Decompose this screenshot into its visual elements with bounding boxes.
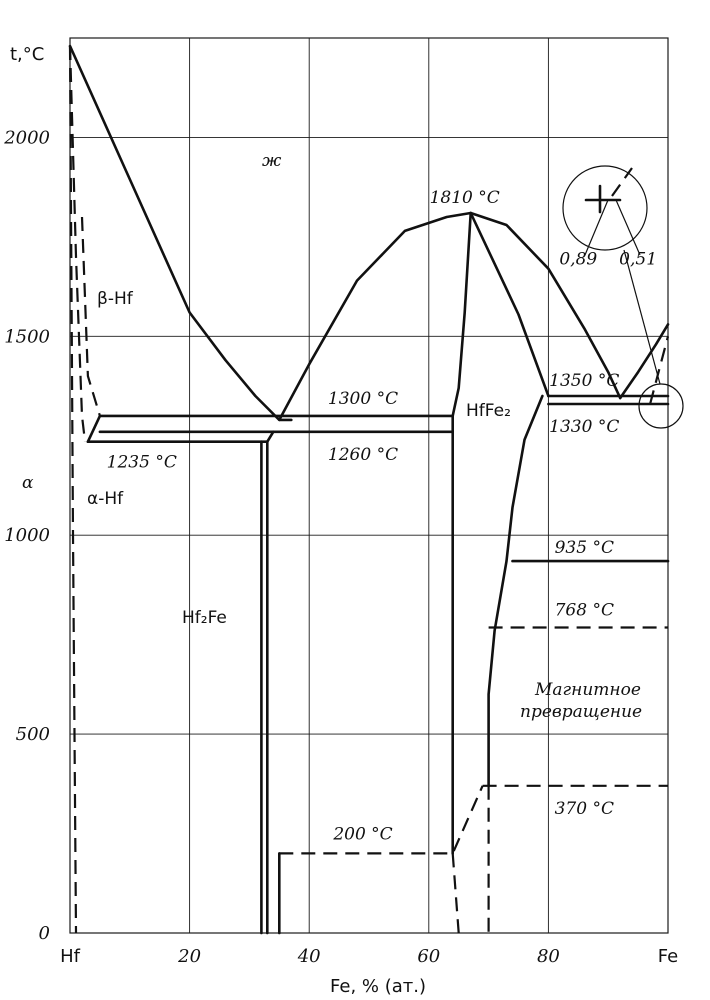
y-tick-label-1: 500	[16, 724, 50, 745]
annotation-10: 0,89	[559, 250, 597, 270]
label-magnetic-text-2: превращение	[520, 702, 642, 722]
label-beta-hf: β-Hf	[97, 289, 134, 309]
annotation-2: 1260 °C	[328, 445, 398, 465]
x-tick-label-3: 60	[417, 946, 440, 967]
label-alpha-hf: α-Hf	[87, 489, 124, 509]
inset-source-circle	[638, 383, 684, 429]
phase-boundary-17	[68, 45, 87, 442]
label-alpha-mark: α	[22, 473, 34, 493]
plot-frame	[69, 37, 669, 934]
label-hffe2: HfFe₂	[466, 401, 511, 421]
annotation-0: 1810 °C	[430, 188, 500, 208]
y-tick-label-3: 1500	[4, 326, 50, 347]
inset-circle	[562, 165, 648, 251]
y-axis-title: t,°C	[10, 44, 44, 65]
annotation-7: 768 °C	[555, 601, 614, 621]
phase-boundary-25	[649, 336, 670, 405]
x-tick-label-2: 40	[297, 946, 321, 967]
x-axis-title: Fe, % (ат.)	[330, 976, 426, 997]
annotation-8: 370 °C	[555, 799, 614, 819]
inset-pointer-b	[615, 199, 641, 256]
x-tick-label-4: 80	[537, 946, 560, 967]
annotation-4: 1350 °C	[549, 371, 619, 391]
phase-boundary-3	[469, 211, 550, 398]
phase-boundary-6	[487, 394, 544, 788]
annotation-11: 0,51	[619, 250, 657, 270]
label-hf2fe: Hf₂Fe	[182, 608, 227, 628]
label-magnetic-text: Магнитное	[534, 680, 641, 700]
phase-boundary-20	[279, 785, 484, 855]
annotation-5: 1330 °C	[549, 417, 619, 437]
phase-boundary-10	[86, 414, 102, 443]
phase-boundary-12	[266, 430, 275, 935]
annotation-6: 935 °C	[555, 538, 614, 558]
annotation-1: 1300 °C	[328, 389, 398, 409]
y-tick-label-0: 0	[39, 923, 50, 944]
inset-pointer-a	[584, 199, 609, 256]
axis-ticks: Hf 20 40 60 80 Fe 0 500 1000 1500 2000	[3, 127, 678, 967]
inset-line-c	[611, 167, 633, 197]
annotation-3: 1235 °C	[107, 453, 177, 473]
x-tick-label-5: Fe	[658, 946, 678, 967]
x-tick-label-0: Hf	[60, 946, 81, 967]
label-magnetic: Магнитное превращение	[520, 680, 646, 722]
phase-boundary-18	[68, 45, 78, 934]
phase-boundary-0	[68, 44, 293, 422]
temperature-annotations: 1810 °C 1300 °C 1260 °C 1235 °C 1350 °C 1330 …	[107, 188, 657, 844]
annotation-9: 200 °C	[332, 824, 392, 844]
inset-leader	[623, 249, 661, 385]
x-tick-label-1: 20	[177, 946, 201, 967]
label-liquid: ж	[262, 151, 282, 171]
y-tick-label-4: 2000	[3, 127, 50, 148]
y-tick-label-2: 1000	[4, 525, 50, 546]
phase-boundary-23	[451, 853, 460, 934]
phase-boundary-2	[618, 323, 670, 400]
phase-boundary-4	[451, 211, 472, 418]
phase-curves	[68, 44, 670, 935]
inset-magnifier	[562, 165, 684, 429]
phase-boundary-19	[80, 216, 101, 417]
